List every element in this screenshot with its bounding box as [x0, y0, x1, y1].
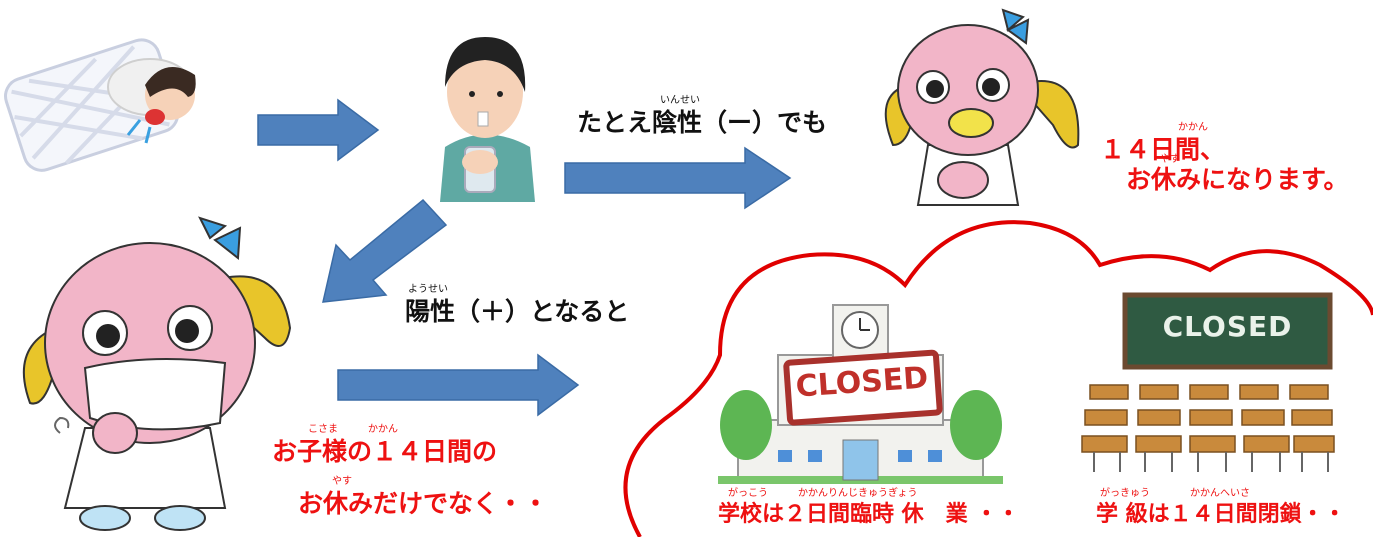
child-rest-line-1: お子様の１４日間の — [272, 437, 498, 466]
positive-ruby: ようせい — [408, 284, 448, 295]
negative-label: たとえ陰性（ー）でも — [577, 108, 828, 137]
quarantine-ruby-2: やす — [1160, 154, 1180, 165]
arrow-bed-to-test — [257, 98, 380, 162]
school-closure-label: 学校は２日間臨時 休 業 ・・ — [718, 502, 1020, 527]
closure-thought-cloud — [623, 220, 1373, 537]
arrow-test-to-negative — [564, 146, 792, 210]
blackboard-sign-text: CLOSED — [1162, 310, 1293, 343]
negative-ruby: いんせい — [660, 95, 700, 106]
quarantine-ruby-1: かかん — [1178, 122, 1208, 133]
masked-mascot-illustration — [22, 216, 292, 531]
worried-mascot-illustration — [884, 8, 1080, 206]
school-closure-ruby: がっこう かかんりんじきゅうぎょう — [728, 488, 918, 499]
closed-school-illustration — [718, 304, 1003, 484]
positive-label: 陽性（＋）となると — [405, 297, 630, 326]
sick-child-in-bed-illustration — [4, 38, 196, 172]
class-closure-label: 学 級は１４日間閉鎖・・ — [1096, 502, 1346, 527]
class-closure-ruby: がっきゅう かかんへいさ — [1100, 488, 1250, 499]
quarantine-line-2: お休みになります。 — [1126, 165, 1349, 194]
child-rest-ruby-2: やす — [332, 476, 352, 487]
child-rest-line-2: お休みだけでなく・・ — [298, 489, 549, 518]
child-rest-ruby-1: こさま かかん — [308, 424, 398, 435]
quarantine-line-1: １４日間、 — [1100, 135, 1226, 164]
arrow-positive-to-closure — [337, 353, 580, 417]
man-testing-illustration — [440, 37, 535, 202]
arrow-test-to-positive — [322, 198, 448, 303]
closed-classroom-illustration — [1081, 292, 1335, 472]
